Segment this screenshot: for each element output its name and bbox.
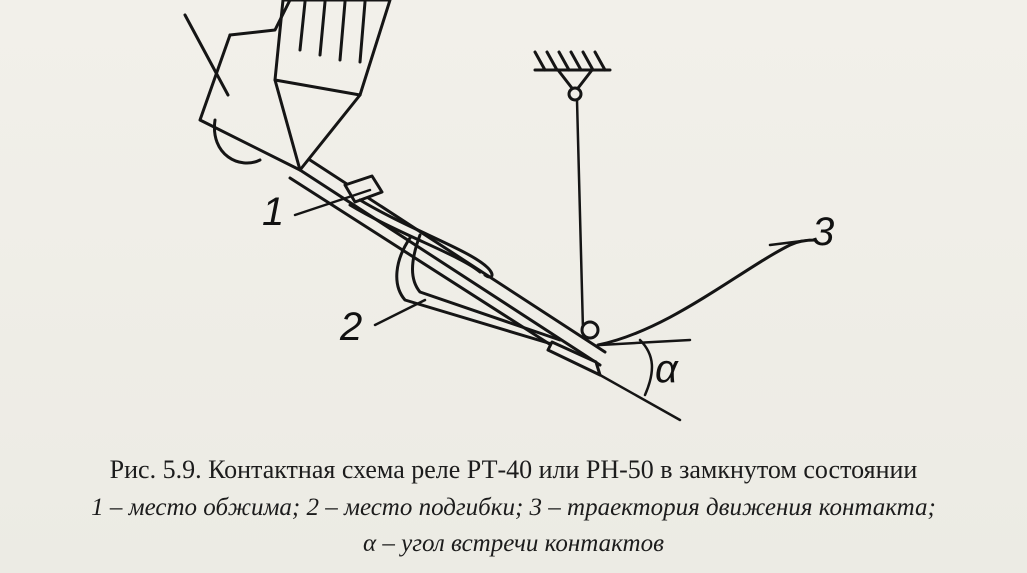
pointer-arm <box>183 13 230 97</box>
vertical-rod <box>575 98 585 332</box>
contact-diagram: 1 2 3 α <box>183 0 834 422</box>
contact-holder-block <box>198 0 392 172</box>
label-alpha: α <box>655 347 679 391</box>
label-2: 2 <box>339 305 362 349</box>
angle-ray-2 <box>598 373 682 422</box>
angle-ray-1 <box>598 338 692 347</box>
figure-caption-legend-alpha: α – угол встречи контактов <box>363 530 664 557</box>
label-3: 3 <box>812 210 834 254</box>
angle-arc <box>638 338 654 397</box>
leader-2 <box>373 298 427 327</box>
leader-3 <box>768 238 812 247</box>
figure-caption-title: Рис. 5.9. Контактная схема реле РТ-40 ил… <box>109 455 918 484</box>
leader-1 <box>293 188 372 217</box>
hinge-pivot <box>567 86 583 102</box>
figure-caption-legend: 1 – место обжима; 2 – место подгибки; 3 … <box>91 494 936 521</box>
label-1: 1 <box>262 190 284 234</box>
contact-springs <box>288 158 607 377</box>
fixed-support <box>533 50 612 94</box>
moving-contact <box>580 320 600 340</box>
contact-trajectory <box>596 238 817 347</box>
